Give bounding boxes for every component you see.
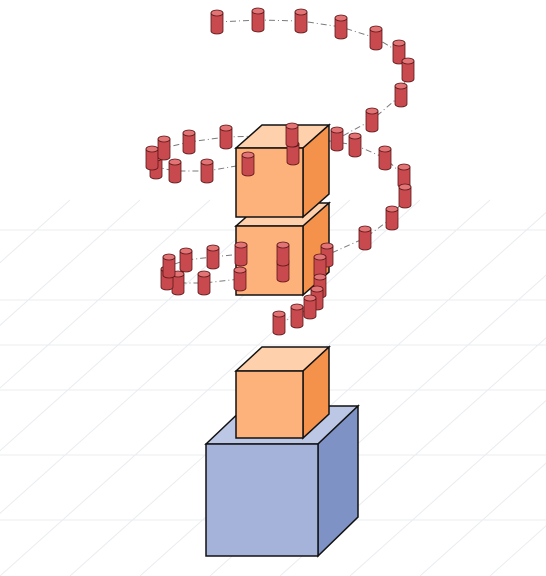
red-cylinder-icon xyxy=(210,9,224,35)
grid-line xyxy=(0,199,421,576)
red-cylinder-icon xyxy=(171,270,185,296)
red-cylinder-icon xyxy=(397,163,411,189)
red-cylinder-icon xyxy=(394,82,408,108)
red-cylinder-icon xyxy=(272,310,286,336)
red-cylinder-icon xyxy=(233,266,247,292)
red-cylinder-icon xyxy=(145,145,159,171)
red-cylinder-icon xyxy=(369,25,383,51)
red-cylinder-icon xyxy=(294,8,308,34)
red-cylinder-icon xyxy=(197,270,211,296)
orange-cube-front-face xyxy=(235,370,304,439)
red-cylinder-icon xyxy=(162,253,176,279)
red-cylinder-icon xyxy=(378,145,392,171)
red-cylinder-icon xyxy=(290,303,304,329)
grid-line xyxy=(0,199,141,327)
red-cylinder-icon xyxy=(241,151,255,177)
grid-line xyxy=(349,399,546,576)
red-cylinder-icon xyxy=(285,122,299,148)
red-cylinder-helix xyxy=(145,7,415,336)
red-cylinder-icon xyxy=(157,135,171,161)
red-cylinder-icon xyxy=(401,57,415,83)
red-cylinder-icon xyxy=(179,247,193,273)
red-cylinder-icon xyxy=(276,241,290,267)
red-cylinder-icon xyxy=(392,39,406,65)
red-cylinder-icon xyxy=(358,225,372,251)
red-cylinder-icon xyxy=(398,183,412,209)
grid-line xyxy=(0,199,211,389)
red-cylinder-icon xyxy=(206,244,220,270)
grid-line xyxy=(419,462,546,576)
red-cylinder-icon xyxy=(168,158,182,184)
red-cylinder-icon xyxy=(251,7,265,33)
orange-cube-bottom xyxy=(234,345,331,440)
red-cylinder-icon xyxy=(334,14,348,40)
red-cylinder-icon xyxy=(234,241,248,267)
red-cylinder-icon xyxy=(303,294,317,320)
base-cube-front-face xyxy=(205,443,319,557)
red-cylinder-icon xyxy=(219,124,233,150)
red-cylinder-icon xyxy=(200,158,214,184)
red-cylinder-icon xyxy=(365,107,379,133)
red-cylinder-icon xyxy=(385,205,399,231)
red-cylinder-icon xyxy=(330,126,344,152)
red-cylinder-icon xyxy=(182,129,196,155)
red-cylinder-icon xyxy=(348,132,362,158)
